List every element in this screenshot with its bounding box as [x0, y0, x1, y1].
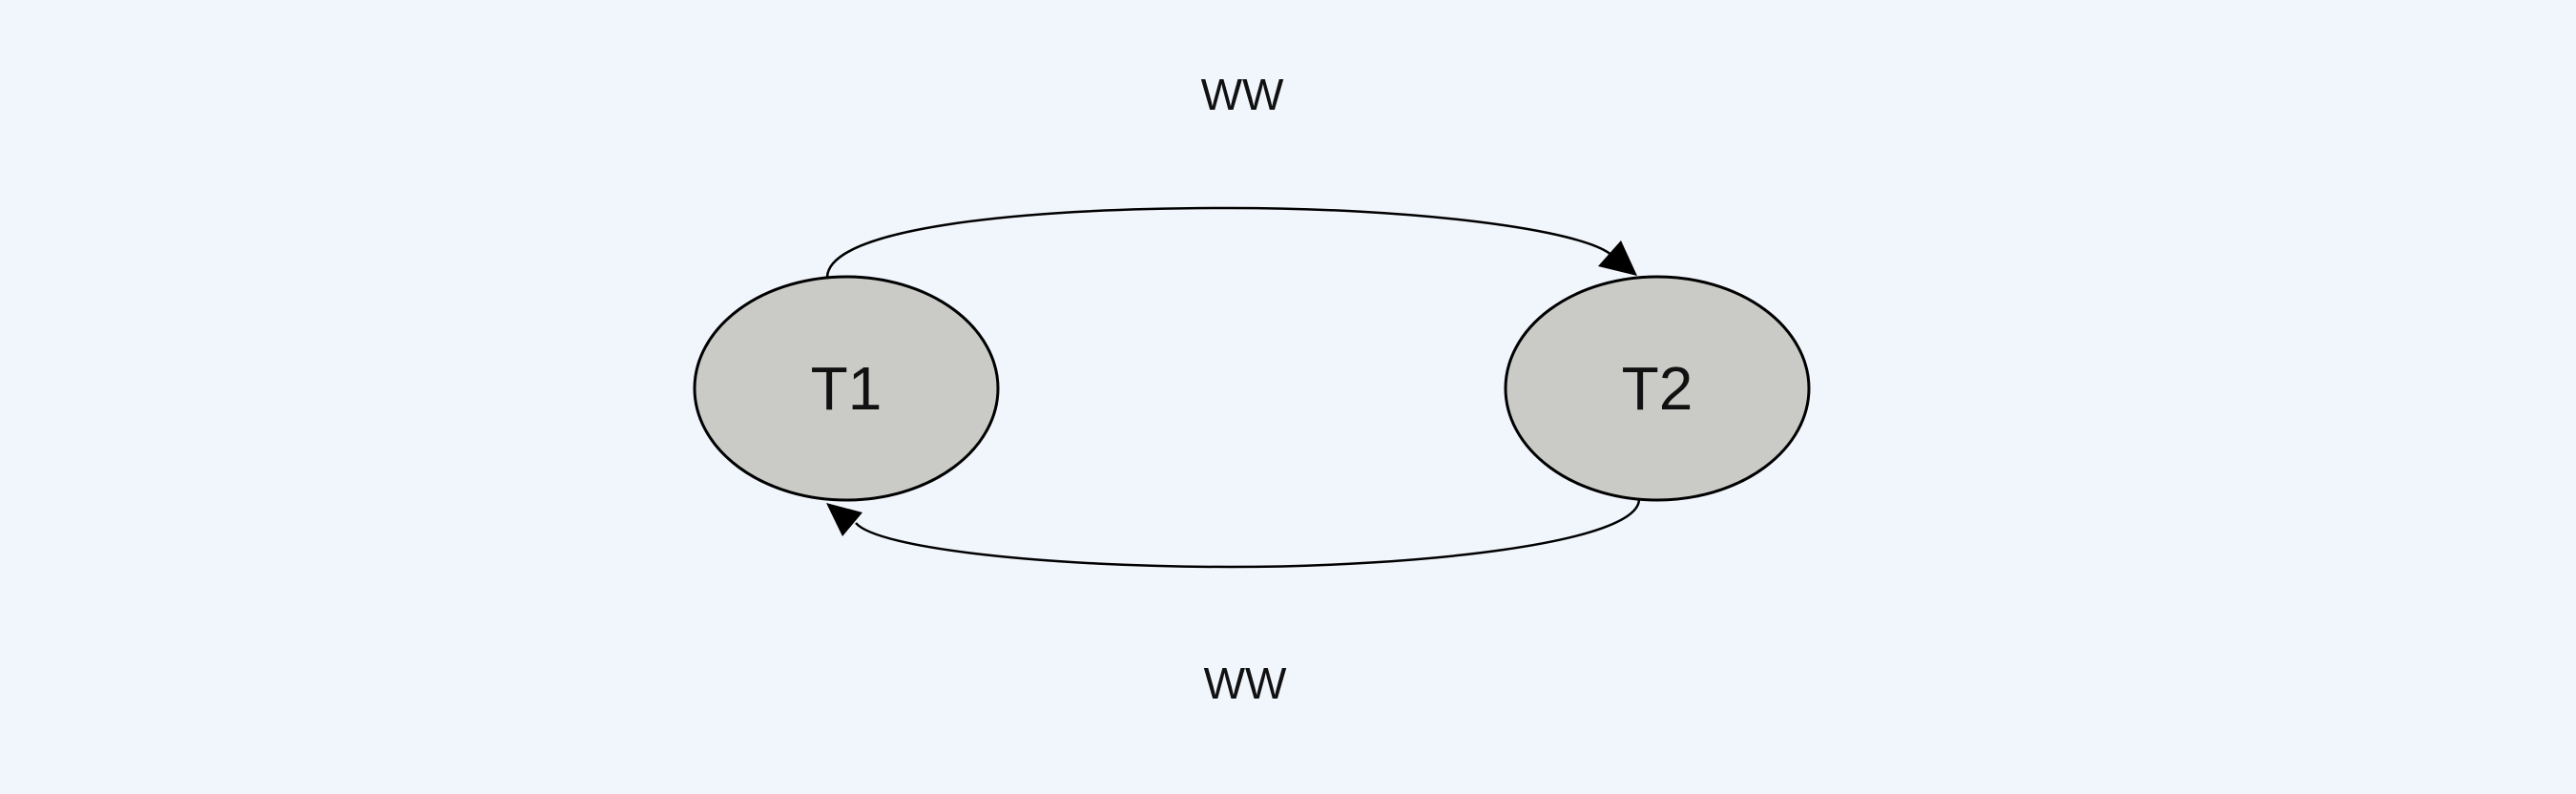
edge-t2-to-t1-label: WW	[1204, 658, 1287, 708]
node-t1-shape	[693, 275, 1000, 502]
edge-t2-to-t1-line	[855, 498, 1641, 569]
node-t2-label: T2	[1622, 354, 1693, 423]
edge-t2-to-t1-arrowhead	[826, 503, 862, 536]
edge-t1-to-t2	[825, 206, 1637, 278]
edge-t1-to-t2-arrowhead	[1598, 240, 1637, 276]
node-t2-shape	[1504, 275, 1811, 502]
node-t1[interactable]: T1	[693, 275, 1000, 502]
edge-t2-to-t1	[826, 498, 1641, 569]
node-t2[interactable]: T2	[1504, 275, 1811, 502]
edge-t1-to-t2-label: WW	[1201, 70, 1284, 119]
node-t1-label: T1	[811, 354, 883, 423]
edge-t1-to-t2-line	[825, 206, 1613, 278]
